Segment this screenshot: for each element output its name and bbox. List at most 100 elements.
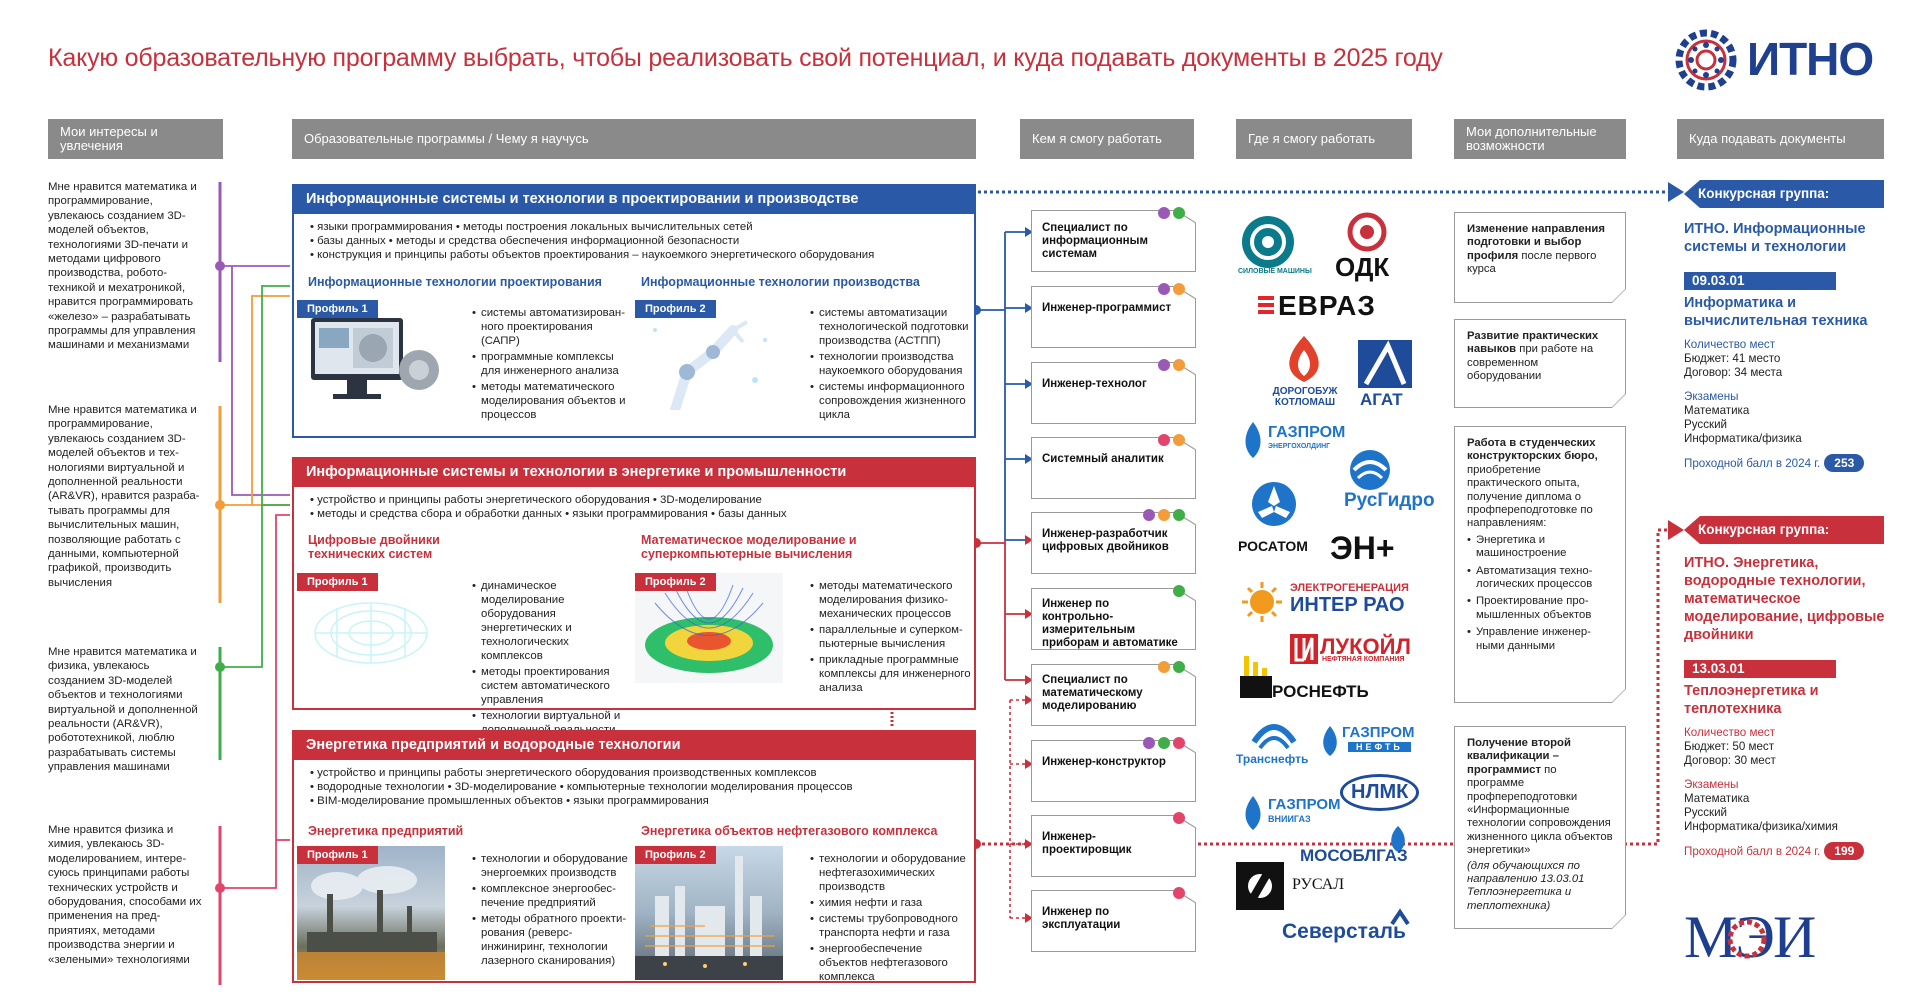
exam-item: Информатика/физика [1684,432,1802,445]
dot-purple [1143,509,1155,521]
profile-heading: Информационные технологии производства [641,275,920,289]
exam-item: Информатика/физика/химия [1684,820,1838,833]
group-code: 13.03.01 [1684,660,1836,678]
program-bullets: • устройство и принципы работы энергетич… [294,487,974,521]
job-2: Инженер-программист [1042,302,1172,314]
profile-heading: Энергетика объектов нефтегазового компле… [641,824,938,838]
nlmk-text: НЛМК [1340,774,1420,811]
program-bullet: • конструкция и принципы работы объектов… [310,249,875,261]
contest-group-1: ИТНО. Информационные системы и технологи… [1684,220,1889,472]
profile-list: технологии и оборудование нефтегазохимич… [794,846,972,986]
program-card-1: Информационные системы и технологии в пр… [292,184,976,438]
rusal-mark [1236,862,1284,910]
dot-purple [1143,737,1155,749]
agat-text: АГАТ [1360,390,1403,409]
dot-purple [1158,359,1170,371]
profile-list: динамическое моделирование оборудования … [456,573,631,739]
score-badge: 199 [1824,842,1865,860]
interrao-text: ИНТЕР РАО [1290,594,1405,616]
dot-pink [1173,887,1185,899]
extra-lead: Работа в студенческих конструкторских бю… [1467,437,1598,463]
header-employers: Где я смогу работать [1236,119,1412,159]
profile-item: системы информационного сопровождения жи… [810,380,972,422]
gazpromneft-sub: НЕФТЬ [1348,742,1411,752]
profile-list: системы автоматизации технологической по… [794,300,972,424]
profile-image: Профиль 1 [297,573,445,683]
profile-item: методы проектирования систем автоматичес… [472,665,631,707]
dot-orange [1158,509,1170,521]
interest-4: Мне нравится физика и химия, увлекаюсь 3… [48,824,202,966]
extra-item: Проектирование про-мышленных объектов [1467,595,1613,622]
rushydro-mark [1350,450,1390,490]
profile-item: системы трубопроводного транспорта нефти… [810,912,972,940]
profile-item: технологии производства наукоемкого обор… [810,350,972,378]
gazpromneft-flame-icon [1323,726,1337,756]
group-name: ИТНО. Энергетика, водородные технологии,… [1684,555,1885,643]
extra-item: Автоматизация техно-логических процессов [1467,565,1613,592]
extra-rest: приобретение практического опыта, получе… [1467,463,1593,530]
gazprom-flame-icon [1245,422,1261,458]
group-name: ИТНО. Информационные системы и технологи… [1684,221,1866,255]
profile-heading: Цифровые двойники технических систем [308,533,440,561]
score-badge: 253 [1824,454,1865,472]
extra-rest: после первого курса [1467,249,1597,276]
budget-places: Бюджет: 50 мест [1684,740,1775,753]
profile-item: прикладные программные комплексы для инж… [810,653,972,695]
rosatom-mark [1252,482,1296,526]
exam-item: Математика [1684,404,1750,417]
job-4: Системный аналитик [1042,453,1164,465]
program-bullet: • устройство и принципы работы энергетич… [310,767,817,779]
profile-heading: Энергетика предприятий [308,824,464,838]
transneft-mark [1251,724,1297,750]
extra-list: Энергетика и машиностроение Автоматизаци… [1467,534,1613,653]
exam-item: Математика [1684,792,1750,805]
dot-pink [1158,434,1170,446]
profile-tag: Профиль 2 [635,573,716,591]
extra-box-1: Изменение направления подготовки и выбор… [1454,212,1626,303]
profile-item: химия нефти и газа [810,896,972,910]
rushydro-text: РусГидро [1344,490,1435,511]
contest-group-label-1: Конкурсная группа: [1684,180,1884,208]
program-bullet: • языки программирования • методы постро… [310,221,753,233]
program-card-3: Энергетика предприятий и водородные техн… [292,730,976,983]
lukoil-mark [1290,634,1318,664]
program-title: Информационные системы и технологии в эн… [294,459,974,487]
program-bullet: • устройство и принципы работы энергетич… [310,494,762,506]
dorogobuzh-text: ДОРОГОБУЖ КОТЛОМАШ [1272,386,1338,408]
mei-gear-icon [1727,919,1767,959]
program-bullet: • водородные технологии • 3D-моделирован… [310,781,853,793]
job-9: Инженер-проектировщик [1042,831,1132,856]
program-title: Информационные системы и технологии в пр… [294,186,974,214]
job-5: Инженер-разработчик цифровых двойников [1042,528,1169,553]
interest-1: Мне нравится математика и программирован… [48,181,197,352]
profile-image: Профиль 2 [635,846,783,980]
dorogobuzh-mark [1289,336,1319,382]
profile-item: методы обратного проекти-рования (реверс… [472,912,631,968]
profile-item: технологии и оборудование нефтегазохимич… [810,852,972,894]
program-bullet: • базы данных • методы и средства обеспе… [310,235,740,247]
dot-orange [1158,661,1170,673]
evraz-text: ЕВРАЗ [1278,290,1376,321]
program-bullets: • устройство и принципы работы энергетич… [294,760,974,808]
silovye-mashiny-logo [1242,216,1294,268]
mei-logo-text: МЭИ [1684,904,1816,970]
dot-orange [1173,434,1185,446]
industrial-plant-icon [297,866,445,980]
dot-pink [1173,812,1185,824]
profile-heading: Информационные технологии проектирования [308,275,602,289]
computer-cad-icon [311,318,439,399]
profile-image: Профиль 1 [297,300,445,410]
profile-image: Профиль 1 [297,846,445,980]
simulation-mesh-icon [645,584,773,673]
dot-green [1173,207,1185,219]
budget-places: Бюджет: 41 место [1684,352,1781,365]
extra-lead: Развитие практических навыков [1467,330,1599,356]
profile-item: комплексное энергообес-печение предприят… [472,882,631,910]
profile-tag: Профиль 1 [297,846,378,864]
dot-pink [1173,737,1185,749]
lukoil-text: ЛУКОЙЛ [1320,634,1411,659]
job-7: Специалист по математическому моделирова… [1042,674,1143,712]
extra-item: Управление инженер-ными данными [1467,626,1613,653]
dot-purple [1158,207,1170,219]
turbine-twin-icon [314,602,428,664]
